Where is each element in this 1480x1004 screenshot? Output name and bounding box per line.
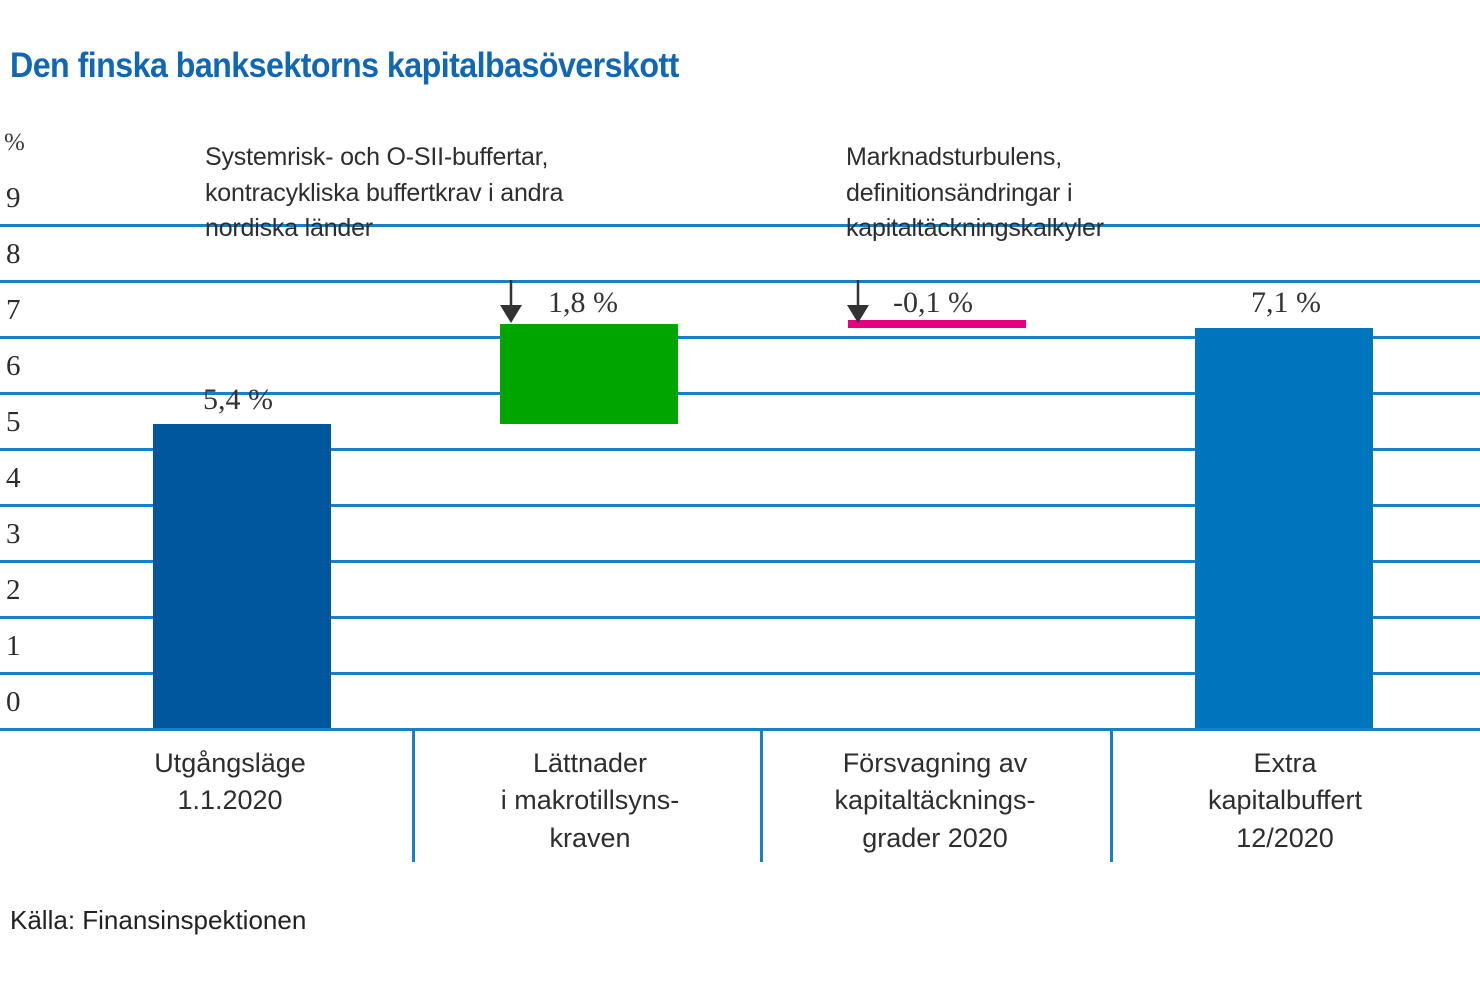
value-label-bar3: -0,1 % [893, 286, 973, 319]
value-label-bar1: 5,4 % [203, 383, 273, 416]
bar-forsvagning [848, 320, 1026, 328]
annotation-systemrisk: Systemrisk- och O-SII-buffertar, kontrac… [205, 143, 564, 242]
y-tick-label-6: 6 [6, 350, 21, 382]
annotation-marknadsturbulens: Marknadsturbulens, definitionsändringar … [846, 143, 1104, 242]
y-axis-unit-label: % [4, 129, 25, 156]
arrow-down-icon-increase [500, 280, 522, 323]
chart-title: Den finska banksektorns kapitalbasöversk… [10, 46, 679, 85]
y-tick-label-9: 9 [6, 182, 21, 214]
gridline-2 [0, 616, 1480, 619]
bar-lattnader [500, 324, 678, 424]
y-tick-label-8: 8 [6, 238, 21, 270]
gridline-5 [0, 448, 1480, 451]
y-tick-label-4: 4 [6, 462, 21, 494]
value-label-bar2: 1,8 % [548, 286, 618, 319]
category-label-utgangslage: Utgångsläge 1.1.2020 [154, 748, 306, 816]
x-axis-line [0, 728, 1480, 731]
category-divider-2 [760, 730, 763, 862]
gridline-3 [0, 560, 1480, 563]
arrow-down-icon-decrease [847, 280, 869, 323]
y-tick-label-0: 0 [6, 686, 21, 718]
gridline-8 [0, 280, 1480, 283]
gridline-1 [0, 672, 1480, 675]
gridline-9 [0, 224, 1480, 227]
y-tick-label-7: 7 [6, 294, 21, 326]
y-tick-label-2: 2 [6, 574, 21, 606]
y-tick-label-1: 1 [6, 630, 21, 662]
gridline-6 [0, 392, 1480, 395]
y-tick-label-5: 5 [6, 406, 21, 438]
category-label-lattnader: Lättnader i makrotillsyns- kraven [500, 748, 680, 853]
source-label: Källa: Finansinspektionen [10, 905, 307, 935]
category-divider-3 [1110, 730, 1113, 862]
gridline-4 [0, 504, 1480, 507]
value-label-bar4: 7,1 % [1251, 286, 1321, 319]
category-label-extra: Extra kapitalbuffert 12/2020 [1207, 748, 1363, 853]
plot-area: % 9 8 7 6 5 4 3 2 1 0 5,4 % 1,8 % [0, 120, 1480, 731]
bar-utgangslage [153, 424, 331, 728]
gridline-7 [0, 336, 1480, 339]
category-label-forsvagning: Försvagning av kapitaltäcknings- grader … [834, 748, 1036, 853]
y-tick-label-3: 3 [6, 518, 21, 550]
category-divider-1 [412, 730, 415, 862]
bar-extra-kapitalbuffert [1195, 328, 1373, 728]
